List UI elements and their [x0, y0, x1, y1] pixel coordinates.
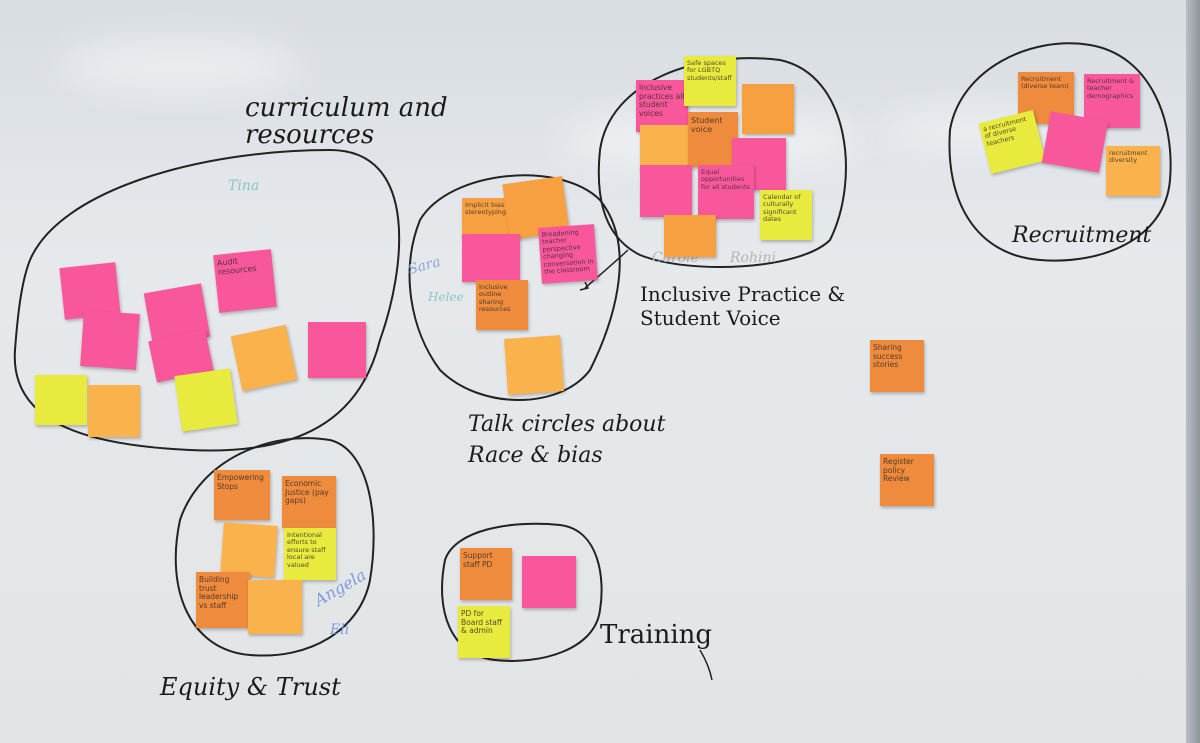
sticky-note-economic: Economic Justice (pay gaps) — [282, 476, 336, 528]
heading-recruitment-text: Recruitment — [1012, 223, 1152, 248]
note-text: Inclusive outline sharing resources — [479, 283, 511, 314]
talk-circle — [408, 174, 621, 401]
curriculum-circle — [13, 148, 401, 452]
sticky-note-calendar: Calendar of culturally significant dates — [760, 190, 812, 240]
sticky-note-support: Support staff PD — [460, 548, 512, 600]
sticky-note — [248, 580, 302, 634]
sticky-note — [640, 125, 690, 169]
connector-arrow — [584, 249, 629, 289]
sticky-note-safe-spaces: Safe spaces for LGBTQ students/staff — [684, 56, 736, 106]
heading-talk-circles: Talk circles about Race & bias — [468, 410, 698, 472]
note-text: recruitment diversity — [1109, 149, 1148, 165]
sticky-note-audit: Audit resources — [213, 249, 277, 313]
note-text: Register policy Review — [883, 457, 914, 484]
note-text: Audit resources — [216, 256, 257, 277]
note-text: Economic Justice (pay gaps) — [285, 479, 329, 506]
heading-curriculum-text: curriculum and resources — [245, 93, 448, 151]
sticky-note — [35, 375, 87, 425]
sticky-note — [640, 165, 692, 217]
sticky-note-breadening: Breadening teacher perspective changing … — [538, 224, 598, 284]
sticky-note-empowering: Empowering Stops — [214, 470, 270, 520]
sticky-note — [174, 368, 238, 432]
sticky-note-intentional: Intentional efforts to ensure staff loca… — [284, 528, 336, 580]
sticky-note — [230, 324, 298, 392]
sticky-note — [220, 522, 278, 578]
heading-training-text: Training — [600, 620, 713, 650]
name-helee: Helee — [428, 290, 464, 304]
equity-circle — [174, 437, 375, 657]
note-text: Sharing success stories — [873, 343, 903, 370]
heading-training: Training — [600, 622, 712, 648]
training-tail — [699, 649, 713, 681]
sticky-note-recruitment-diversity: recruitment diversity — [1106, 146, 1160, 196]
heading-equity-text: Equity & Trust — [160, 673, 341, 701]
sticky-note-recruitment-teacher: Recruitment & teacher demographics — [1084, 74, 1140, 128]
sticky-note-sharing: Sharing success stories — [870, 340, 924, 392]
heading-inclusive: Inclusive Practice & Student Voice — [640, 282, 850, 330]
light-glare — [60, 40, 300, 90]
note-text: PD for Board staff & admin — [461, 609, 503, 636]
heading-talk-text: Talk circles about Race & bias — [468, 412, 666, 468]
name-rohini: Rohini — [730, 250, 776, 266]
sticky-note-pd-board: PD for Board staff & admin — [458, 606, 510, 658]
note-text: Building trust leadership vs staff — [199, 575, 239, 610]
sticky-note — [664, 215, 716, 257]
sticky-note — [80, 310, 140, 370]
heading-inclusive-text: Inclusive Practice & Student Voice — [640, 282, 846, 330]
note-text: Recruitment & teacher demographics — [1087, 77, 1135, 100]
recruitment-circle — [948, 42, 1172, 262]
heading-equity: Equity & Trust — [160, 675, 341, 699]
sticky-note — [522, 556, 576, 608]
note-text: Implicit bias stereotyping — [465, 201, 507, 217]
note-text: Safe spaces for LGBTQ students/staff — [687, 59, 732, 82]
note-text: Empowering Stops — [217, 473, 264, 491]
name-tina: Tina — [228, 178, 260, 194]
whiteboard-frame — [1186, 0, 1200, 743]
sticky-note — [742, 84, 794, 134]
note-text: a recruitment of diverse teachers — [982, 115, 1028, 148]
name-eli: Eli — [330, 622, 350, 638]
heading-recruitment: Recruitment — [1012, 225, 1151, 247]
sticky-note-inclusive-practices: Inclusive practices all student voices — [636, 80, 688, 132]
sticky-note — [1041, 111, 1109, 173]
sticky-note — [88, 385, 140, 437]
sticky-note-student-voice: Student voice — [688, 112, 738, 167]
note-text: Support staff PD — [463, 551, 493, 569]
sticky-note-inclusive-outline: Inclusive outline sharing resources — [476, 280, 528, 330]
note-text: Inclusive practices all student voices — [639, 83, 685, 118]
sticky-note — [308, 322, 366, 378]
note-text: Recruitment (diverse team) — [1021, 75, 1069, 91]
note-text: Breadening teacher perspective changing … — [541, 228, 594, 277]
sticky-note — [462, 234, 520, 282]
note-text: Intentional efforts to ensure staff loca… — [287, 531, 326, 569]
note-text: Calendar of culturally significant dates — [763, 193, 801, 224]
sticky-note-building: Building trust leadership vs staff — [196, 572, 250, 628]
sticky-note — [504, 335, 564, 395]
note-text: Equal opportunities for all students — [701, 168, 750, 191]
sticky-note-equal: Equal opportunities for all students — [698, 165, 754, 219]
sticky-note-register: Register policy Review — [880, 454, 934, 506]
note-text: Student voice — [691, 116, 723, 135]
heading-curriculum: curriculum and resources — [245, 93, 505, 151]
